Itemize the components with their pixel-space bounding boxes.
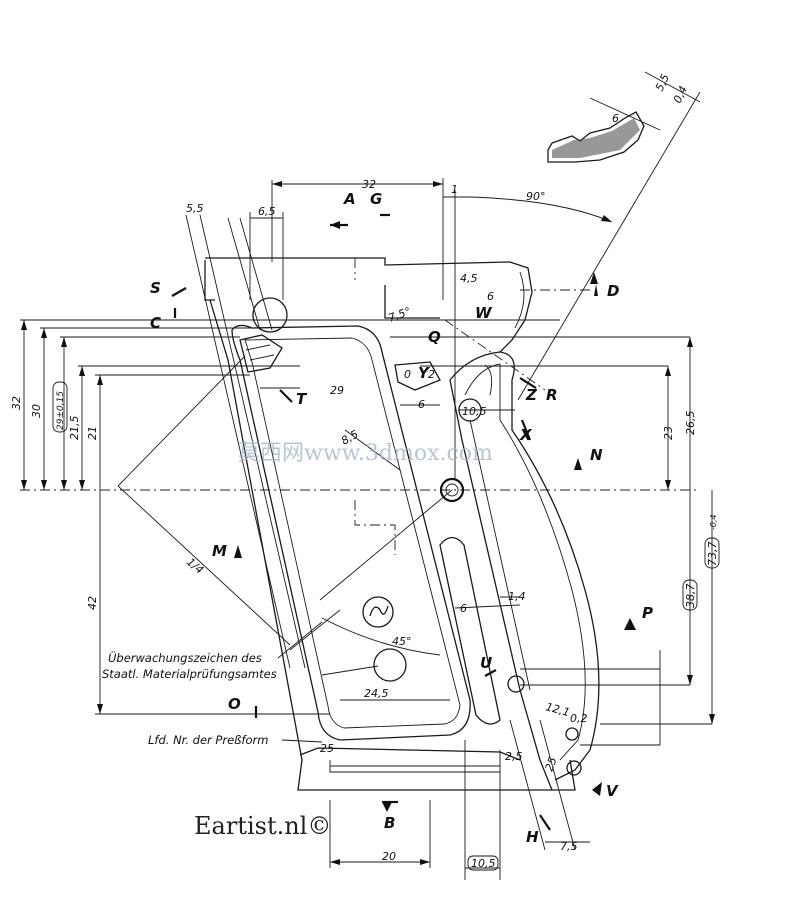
reference-lines (20, 319, 712, 746)
top-dimension (249, 178, 613, 480)
label-B: B (384, 814, 395, 832)
label-U: U (480, 654, 492, 672)
right-dimensions (659, 337, 715, 745)
dim-1: 1 (451, 183, 458, 196)
dim-right-38-7: 38,7 (684, 584, 697, 609)
dim-25-base: 25 (320, 742, 334, 755)
label-Z: Z (525, 386, 538, 404)
dim-45-deg: 45° (392, 635, 412, 648)
dim-25-right: 25 (543, 755, 560, 773)
dim-6-mid: 6 (418, 398, 425, 411)
dim-7-5-deg: 7,5° (387, 305, 413, 325)
label-H: H (526, 828, 539, 846)
label-D: D (607, 282, 619, 300)
dim-left-21-5: 21,5 (68, 416, 81, 441)
label-A: A (343, 190, 356, 208)
dim-right-23: 23 (662, 426, 675, 440)
dim-32-top: 32 (362, 178, 376, 191)
section-construction (517, 71, 701, 401)
dim-24-5: 24,5 (364, 687, 389, 700)
dim-10-5-box (467, 855, 499, 871)
dim-right-73-7: 73,7 (706, 542, 719, 567)
dim-5-5-right: 5,5 (653, 72, 672, 93)
dim-6-section: 6 (612, 112, 619, 125)
dim-4-5: 4,5 (460, 272, 478, 285)
dim-0: 0 (404, 368, 411, 381)
dim-10-5-bottom: 10,5 (471, 857, 496, 870)
label-O: O (228, 695, 241, 713)
dim-right-0-4: -0,4 (709, 514, 718, 530)
section-letters: A G S C D Q W Y Z R T X N M P U O B H V (150, 190, 653, 846)
dim-left-32: 32 (10, 396, 23, 410)
label-R: R (546, 386, 558, 404)
label-W: W (475, 304, 493, 322)
construction-lines (117, 289, 590, 880)
dim-10-5-mid: 10,5 (462, 405, 487, 418)
dim-right-38-7-box (682, 579, 698, 611)
annotations: Überwachungszeichen des Staatl. Material… (102, 621, 379, 747)
dim-29: 29 (330, 384, 344, 397)
dim-90-deg: 90° (526, 190, 546, 203)
dim-20: 20 (382, 850, 396, 863)
dim-6-5: 6,5 (258, 205, 276, 218)
dim-right-26-5: 26,5 (684, 411, 697, 436)
watermark: 莫西网www.3dmox.com (238, 441, 493, 466)
label-Y: Y (418, 364, 431, 382)
dim-left-42: 42 (86, 596, 99, 610)
note-material-office: Staatl. Materialprüfungsamtes (102, 667, 277, 681)
dim-left-29-box (52, 381, 68, 433)
label-G: G (370, 190, 382, 208)
dim-left-30: 30 (30, 404, 43, 418)
dim-left-21: 21 (86, 426, 99, 440)
label-C: C (150, 314, 161, 332)
grip-outline (185, 214, 600, 791)
label-N: N (590, 446, 603, 464)
dim-7-5: 7,5 (560, 840, 578, 853)
dim-0-4: 0,4 (671, 84, 690, 105)
dim-5-5-left: 5,5 (186, 202, 204, 215)
note-mould-number: Lfd. Nr. der Preßform (148, 733, 268, 747)
label-V: V (606, 782, 619, 800)
label-X: X (519, 426, 533, 444)
dim-quarter: 1/4 (184, 555, 206, 576)
label-S: S (150, 279, 161, 297)
credit-text: Eartist.nl© (194, 812, 331, 840)
label-M: M (212, 542, 227, 560)
dim-2-5-base: 2,5 (505, 750, 523, 763)
dimension-labels: 32 1 90° 5,5 6,5 5,5 0,4 6 7,5° 4,5 6 2 … (10, 72, 720, 871)
dim-left-29: 29±0,15 (56, 391, 66, 430)
dim-6-low: 6 (460, 602, 467, 615)
dim-0-2: 0,2 (570, 712, 588, 725)
section-arrows (171, 213, 636, 831)
dim-6-w: 6 (487, 290, 494, 303)
dim-1-4: 1,4 (508, 590, 526, 603)
note-monitoring-mark: Überwachungszeichen des (108, 649, 262, 665)
label-T: T (296, 390, 308, 408)
dim-12-1: 12,1 (544, 700, 571, 719)
dim-right-73-7-box (704, 537, 720, 569)
label-P: P (642, 604, 653, 622)
left-dimensions (21, 320, 103, 714)
label-Q: Q (428, 328, 441, 346)
dim-2: 2 (428, 368, 435, 381)
